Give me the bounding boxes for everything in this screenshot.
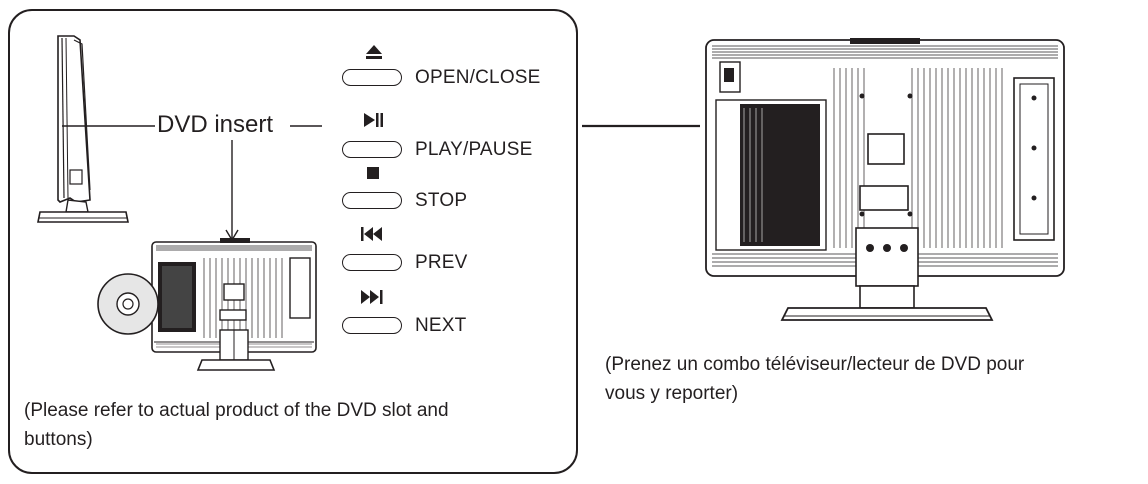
- eject-icon: [366, 45, 382, 59]
- play-pause-label: PLAY/PAUSE: [415, 139, 533, 160]
- open-close-label: OPEN/CLOSE: [415, 67, 541, 88]
- prev-label: PREV: [415, 252, 468, 273]
- prev-button[interactable]: [342, 254, 402, 271]
- previous-icon: [361, 227, 382, 241]
- detail-panel: [8, 9, 578, 474]
- open-close-button[interactable]: [342, 69, 402, 86]
- caption-english-line-1: (Please refer to actual product of the D…: [24, 400, 449, 421]
- tv-back-view-small-illustration: [97, 238, 317, 371]
- caption-french-line-1: (Prenez un combo téléviseur/lecteur de D…: [605, 354, 1025, 375]
- stop-label: STOP: [415, 190, 468, 211]
- caption-french-line-2: vous y reporter): [605, 383, 739, 404]
- play-pause-button[interactable]: [342, 141, 402, 158]
- dvd-insert-label: DVD insert: [157, 111, 274, 138]
- next-icon: [361, 290, 383, 304]
- tv-side-view-illustration: [37, 35, 129, 223]
- next-button[interactable]: [342, 317, 402, 334]
- tv-back-view-large-illustration: [705, 38, 1065, 321]
- next-label: NEXT: [415, 315, 467, 336]
- play-pause-icon: [364, 113, 383, 127]
- caption-english-line-2: buttons): [24, 429, 93, 450]
- stop-icon: [367, 167, 379, 179]
- stop-button[interactable]: [342, 192, 402, 209]
